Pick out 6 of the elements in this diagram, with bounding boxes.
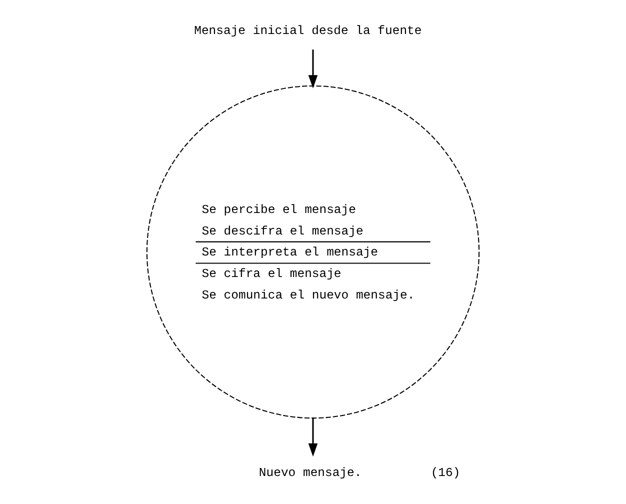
node-text: Nuevo mensaje.	[258, 466, 362, 480]
node-text: Mensaje inicial desde la fuente	[194, 24, 422, 38]
arrow	[308, 50, 318, 88]
node-circle: Se percibe el mensaje Se descifra el mensaje Se interpreta el mensaje Se cifra el mensaje Se comunica el nuevo mensaje.	[146, 85, 480, 419]
arrow	[308, 418, 318, 457]
label: (16)	[430, 466, 460, 480]
